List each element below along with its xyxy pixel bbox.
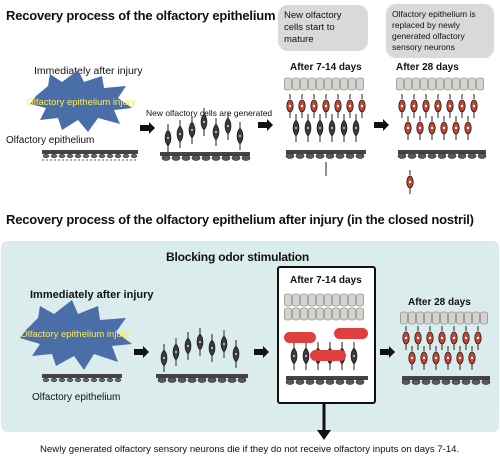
tissue-28-days-top	[396, 77, 487, 195]
burst-label-top: Olfactory epithelium injury	[26, 97, 136, 108]
arrow-bottom-1	[134, 346, 149, 358]
tissue-7-14-top	[284, 77, 366, 176]
burst-label-bottom: Olfactory epithelium injury	[20, 329, 130, 340]
bottom-stage1-label: Immediately after injury	[30, 289, 154, 301]
damaged-epithelium-bottom	[42, 374, 122, 383]
top-bubble-replaced: Olfactory epithelium is replaced by newl…	[386, 4, 494, 58]
arrow-bottom-2	[254, 346, 269, 358]
new-cells-bottom	[156, 327, 248, 383]
bottom-stage3-label: After 7-14 days	[290, 275, 362, 286]
footnote: Newly generated olfactory sensory neuron…	[40, 444, 460, 455]
arrow-top-1	[140, 122, 155, 134]
bottom-title: Recovery process of the olfactory epithe…	[6, 212, 474, 227]
top-title: Recovery process of the olfactory epithe…	[6, 8, 276, 23]
bottom-stage4-label: After 28 days	[408, 297, 471, 308]
arrow-bottom-3	[380, 346, 395, 358]
dying-cell-bar	[284, 332, 316, 343]
top-stage4-label: After 28 days	[396, 62, 459, 73]
injury-burst-bottom	[20, 300, 132, 370]
panel-title: Blocking odor stimulation	[166, 250, 310, 264]
injury-burst-top	[30, 70, 132, 132]
tissue-7-14-blocked	[284, 293, 368, 385]
arrow-top-3	[374, 119, 389, 131]
top-epithelium-label: Olfactory epithelium	[6, 135, 95, 146]
bottom-epithelium-label: Olfactory epithelium	[32, 392, 121, 403]
top-bubble-mature: New olfactory cells start to mature	[278, 5, 368, 51]
top-stage3-label: After 7-14 days	[290, 62, 362, 73]
dying-cell-bar	[310, 350, 346, 361]
damaged-epithelium-top	[42, 150, 138, 161]
dying-cell-bar	[334, 328, 368, 339]
new-cells-top	[160, 107, 251, 161]
tissue-28-days-bottom	[400, 311, 491, 385]
top-stage2-label: New olfactory cells are generated	[146, 108, 273, 118]
down-arrow	[317, 402, 331, 440]
top-stage1-label: Immediately after injury	[34, 65, 143, 77]
arrow-top-2	[258, 119, 273, 131]
